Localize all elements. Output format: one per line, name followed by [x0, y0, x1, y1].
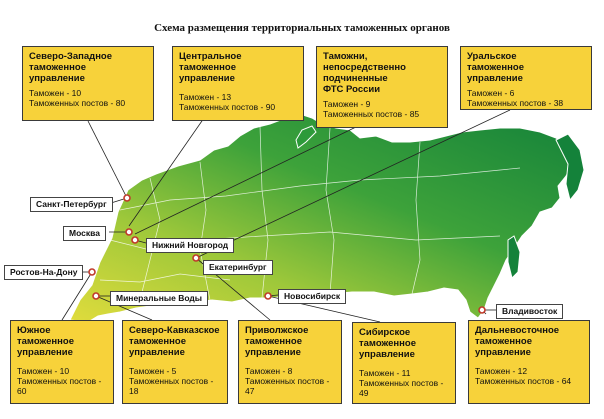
customs-count: Таможен - 13: [179, 92, 232, 102]
box-name: Северо-Кавказское таможенное управление: [129, 325, 220, 358]
customs-count: Таможен - 9: [323, 99, 371, 109]
city-label-yekaterinburg: Екатеринбург: [203, 260, 273, 275]
city-markers: [88, 194, 486, 314]
posts-count: Таможенных постов - 60: [17, 376, 102, 396]
customs-count: Таможен - 8: [245, 366, 293, 376]
box-name: Уральское таможенное управление: [467, 51, 524, 84]
city-label-rostov: Ростов-На-Дону: [4, 265, 84, 280]
posts-count: Таможенных постов - 64: [475, 376, 572, 386]
marker-spb: [123, 194, 131, 202]
diagram-title: Схема размещения территориальных таможен…: [154, 22, 450, 34]
box-north-caucasus: Северо-Кавказское таможенное управление …: [122, 320, 228, 404]
kamchatka: [555, 133, 585, 202]
customs-count: Таможен - 5: [129, 366, 177, 376]
russia-territory: [69, 113, 575, 323]
posts-count: Таможенных постов - 80: [29, 98, 126, 108]
box-name: Таможни, непосредственно подчиненные ФТС…: [323, 51, 406, 95]
box-central: Центральное таможенное управление Таможе…: [172, 46, 304, 121]
box-ural: Уральское таможенное управление Таможен …: [460, 46, 592, 110]
posts-count: Таможенных постов - 90: [179, 102, 276, 112]
box-name: Центральное таможенное управление: [179, 51, 242, 84]
box-volga: Приволжское таможенное управление Таможе…: [238, 320, 342, 404]
marker-msk: [125, 228, 133, 236]
marker-nsk: [264, 292, 272, 300]
marker-mv: [92, 292, 100, 300]
posts-count: Таможенных постов - 18: [129, 376, 214, 396]
city-label-novosibirsk: Новосибирск: [278, 289, 347, 304]
city-label-moscow: Москва: [63, 226, 106, 241]
box-name: Приволжское таможенное управление: [245, 325, 309, 358]
marker-nn: [192, 254, 200, 262]
posts-count: Таможенных постов - 85: [323, 109, 420, 119]
city-label-spb: Санкт-Петербург: [30, 197, 113, 212]
marker-msk-fts: [131, 236, 139, 244]
customs-count: Таможен - 10: [17, 366, 70, 376]
box-name: Дальневосточное таможенное управление: [475, 325, 560, 358]
city-label-nizhny-novgorod: Нижний Новгород: [146, 238, 235, 253]
box-siberian: Сибирское таможенное управление Таможен …: [352, 322, 456, 404]
posts-count: Таможенных постов - 38: [467, 98, 564, 108]
marker-rnd: [88, 268, 96, 276]
marker-vvo: [478, 306, 486, 314]
posts-count: Таможенных постов - 47: [245, 376, 330, 396]
posts-count: Таможенных постов - 49: [359, 378, 444, 398]
novaya-zemlya: [295, 125, 317, 149]
connector-lines: [61, 109, 511, 323]
box-far-east: Дальневосточное таможенное управление Та…: [468, 320, 590, 404]
box-fts-direct: Таможни, непосредственно подчиненные ФТС…: [316, 46, 448, 128]
customs-count: Таможен - 10: [29, 88, 82, 98]
city-label-vladivostok: Владивосток: [496, 304, 564, 319]
sakhalin: [507, 235, 521, 279]
customs-count: Таможен - 6: [467, 88, 515, 98]
box-name: Южное таможенное управление: [17, 325, 74, 358]
box-south: Южное таможенное управление Таможен - 10…: [10, 320, 114, 404]
box-name: Сибирское таможенное управление: [359, 327, 416, 360]
customs-count: Таможен - 11: [359, 368, 411, 378]
box-name: Северо-Западное таможенное управление: [29, 51, 113, 84]
city-label-mineralnye-vody: Минеральные Воды: [110, 291, 209, 306]
box-northwest: Северо-Западное таможенное управление Та…: [22, 46, 154, 121]
customs-count: Таможен - 12: [475, 366, 528, 376]
